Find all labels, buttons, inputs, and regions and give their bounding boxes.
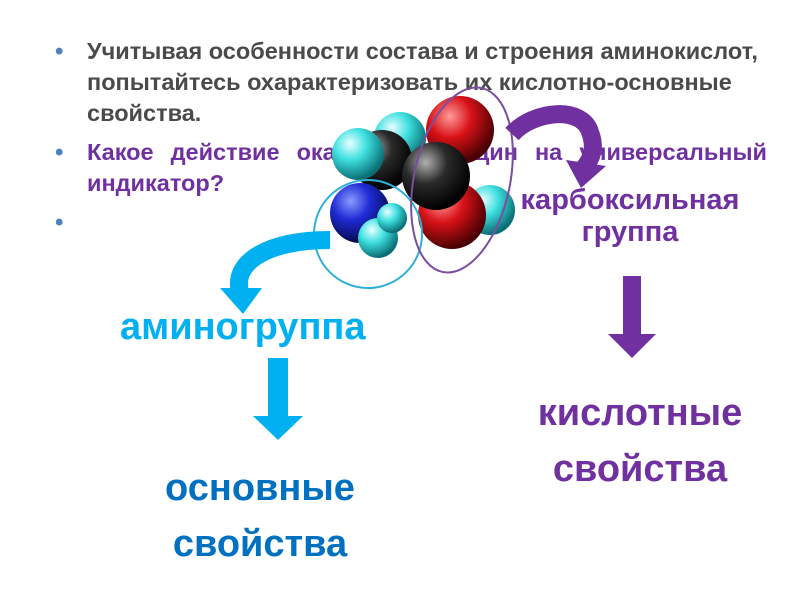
curved-arrow-icon <box>220 231 331 314</box>
curved-arrow-icon <box>505 105 606 188</box>
bullet-text-1: Учитывая особенности состава и строения … <box>87 38 758 126</box>
down-arrow-icon <box>253 358 303 440</box>
acidic-properties-label: кислотные свойства <box>537 392 743 490</box>
amino-group-label: аминогруппа <box>120 306 366 348</box>
bullet-icon: • <box>55 209 64 236</box>
carboxyl-group-highlight-ellipse <box>410 86 514 274</box>
bullet-icon: • <box>55 38 64 65</box>
carboxyl-group-label: карбоксильная группа <box>520 184 740 248</box>
bullet-empty: • <box>55 207 767 238</box>
bullet-question-1: • Учитывая особенности состава и строени… <box>55 36 767 129</box>
basic-properties-label: основные свойства <box>165 467 355 565</box>
glycine-molecule-image <box>330 96 515 258</box>
bullet-icon: • <box>55 139 64 166</box>
down-arrow-icon <box>608 276 656 358</box>
